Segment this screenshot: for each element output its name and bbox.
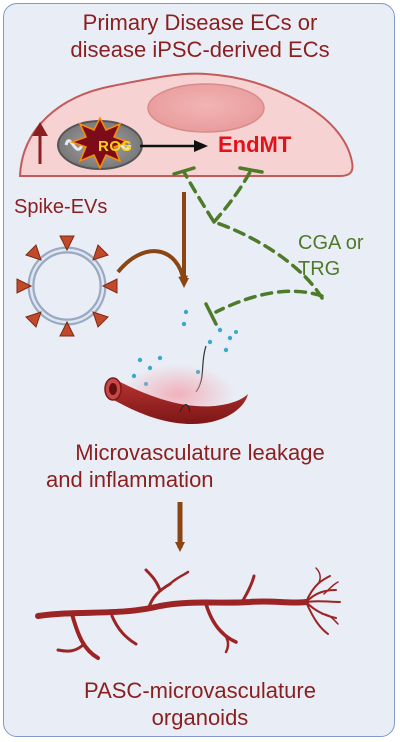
cell-nucleus xyxy=(147,83,265,133)
leaky-vessel-icon xyxy=(104,364,248,424)
ros-burst-icon xyxy=(69,116,131,170)
tbar-endmt xyxy=(238,166,264,174)
inhibitor-line-2: TRG xyxy=(298,258,341,280)
vesicle-to-leakage-arrow xyxy=(116,249,188,286)
leakage-line-2: and inflammation xyxy=(46,467,214,492)
tbar-ros xyxy=(172,166,196,176)
inhibition-to-ros xyxy=(182,170,324,300)
header-line-2: disease iPSC-derived ECs xyxy=(70,37,330,62)
inhibition-to-endmt xyxy=(212,170,252,224)
ros-label: ROS xyxy=(98,138,133,155)
microvasculature-organoid-icon xyxy=(35,567,341,660)
endmt-label: EndMT xyxy=(218,132,292,157)
inhibitor-line-1: CGA or xyxy=(298,232,364,254)
organoids-line-1: PASC-microvasculature xyxy=(84,678,316,703)
spike-ev-vesicle-icon xyxy=(16,235,118,337)
header-line-1: Primary Disease ECs or xyxy=(82,10,318,35)
inhibition-lines xyxy=(172,166,324,326)
ros-to-endmt-arrow xyxy=(140,140,208,152)
leakage-line-1: Microvasculature leakage xyxy=(75,440,325,465)
spike-evs-label: Spike-EVs xyxy=(14,196,108,218)
organoids-line-2: organoids xyxy=(151,705,249,730)
increase-arrow-icon xyxy=(32,122,48,164)
inhibition-to-leakage xyxy=(214,289,324,314)
tbar-leakage xyxy=(204,302,218,326)
